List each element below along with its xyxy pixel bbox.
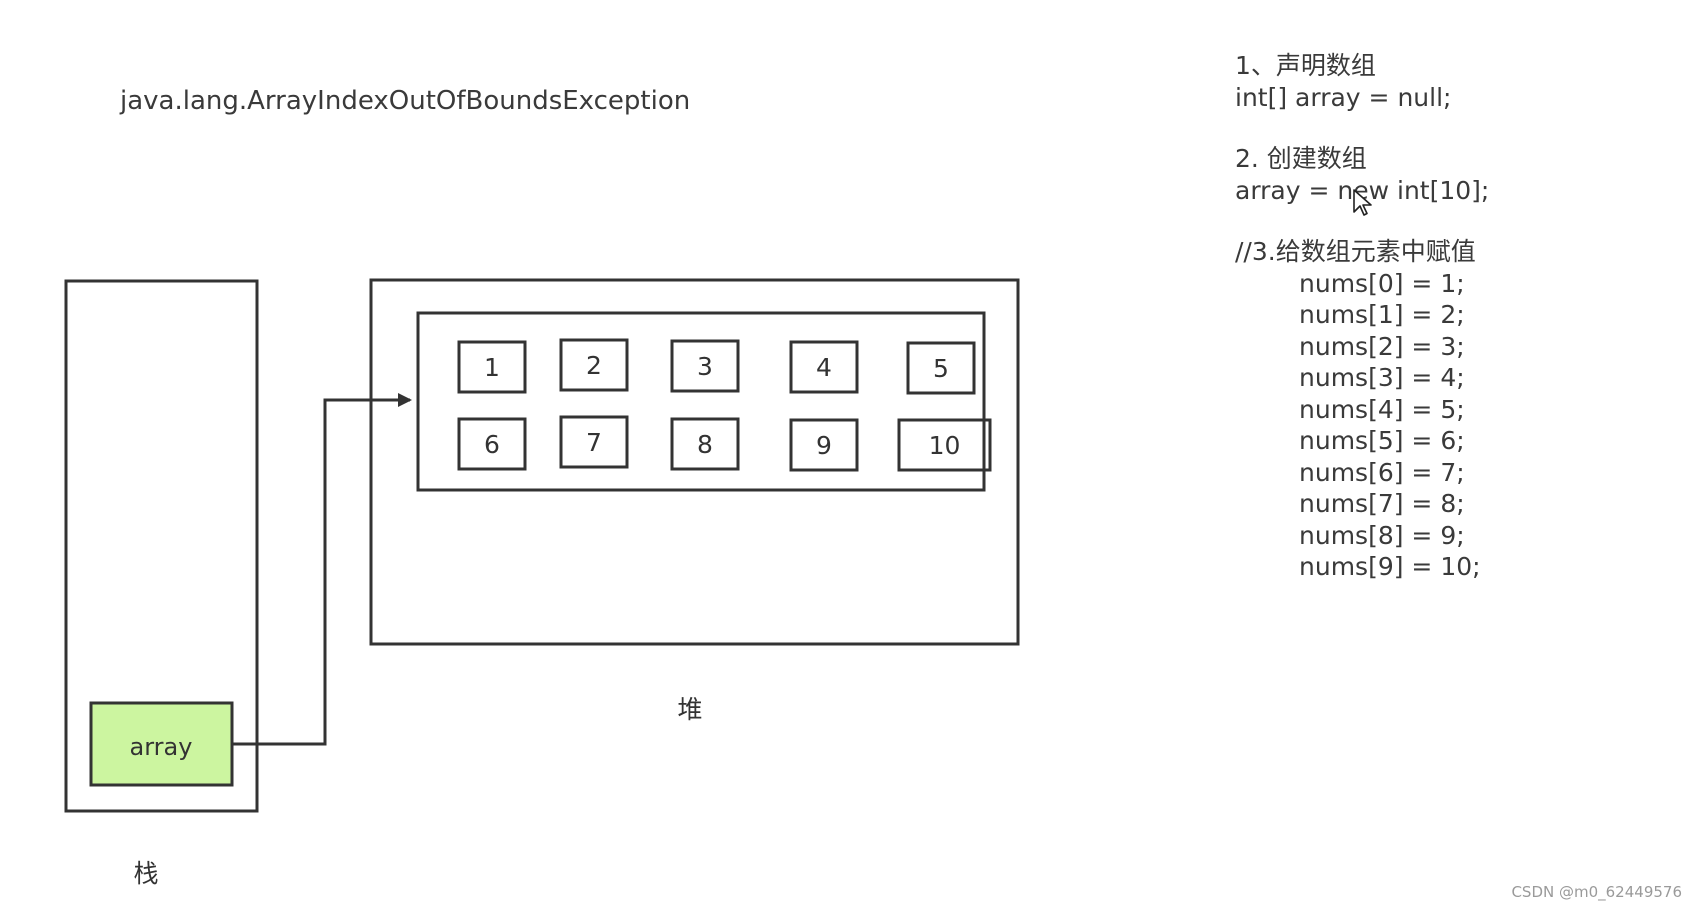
- array-cell-value: 4: [816, 353, 832, 382]
- array-cell-value: 9: [816, 431, 832, 460]
- array-cell: [559, 338, 629, 392]
- array-cell: [789, 418, 859, 472]
- array-cell-value: 6: [484, 430, 500, 459]
- assignment-line: nums[1] = 2;: [1299, 300, 1465, 329]
- array-cell-value: 8: [697, 430, 713, 459]
- assignment-line: nums[2] = 3;: [1299, 331, 1465, 361]
- assignment-line: nums[8] = 9;: [1299, 520, 1465, 550]
- array-cell: [670, 339, 740, 393]
- stack-label: 栈: [133, 859, 158, 888]
- heap-box: [369, 278, 1020, 646]
- mouse-pointer-icon: [1353, 189, 1372, 216]
- array-cell-value: 1: [484, 353, 500, 382]
- array-cell-value: 2: [586, 351, 602, 380]
- step1-code: int[] array = null;: [1235, 82, 1452, 112]
- array-container: [416, 311, 986, 492]
- reference-arrow: [232, 393, 412, 746]
- assignment-line: nums[4] = 5;: [1299, 394, 1465, 424]
- step3-title: //3.给数组元素中赋值: [1235, 237, 1476, 266]
- assignment-line: nums[6] = 7;: [1299, 457, 1465, 487]
- array-cell-value: 3: [697, 352, 713, 381]
- assignment-line: nums[7] = 8;: [1299, 489, 1465, 518]
- assignment-line: nums[0] = 1;: [1299, 268, 1465, 298]
- array-cell: [906, 341, 976, 395]
- code-panel: 1、声明数组 int[] array = null; 2. 创建数组 array…: [1235, 50, 1489, 583]
- assignment-line: nums[5] = 6;: [1299, 426, 1465, 455]
- stack-variable-box: [89, 701, 234, 787]
- array-cell: [559, 415, 629, 469]
- step1-title: 1、声明数组: [1235, 51, 1376, 80]
- heap-label: 堆: [677, 695, 702, 724]
- array-cell: [897, 418, 992, 472]
- array-cell: [457, 340, 527, 394]
- code-spacer: [1235, 113, 1489, 143]
- array-cell: [457, 417, 527, 471]
- array-cells: 1 2 3 4 5 6 7 8 9 10: [457, 338, 992, 472]
- array-cell-value: 5: [933, 354, 949, 383]
- stack-variable-label: array: [130, 733, 193, 761]
- array-cell: [670, 417, 740, 471]
- step2-title: 2. 创建数组: [1235, 144, 1367, 173]
- exception-text: java.lang.ArrayIndexOutOfBoundsException: [120, 86, 691, 116]
- watermark: CSDN @m0_62449576: [1511, 883, 1682, 901]
- array-cell-value: 7: [586, 428, 602, 457]
- assignment-line: nums[3] = 4;: [1299, 363, 1465, 392]
- array-cell-value: 10: [929, 431, 961, 460]
- array-cell: [789, 340, 859, 394]
- stack-box: [64, 279, 259, 813]
- assignment-line: nums[9] = 10;: [1299, 552, 1481, 581]
